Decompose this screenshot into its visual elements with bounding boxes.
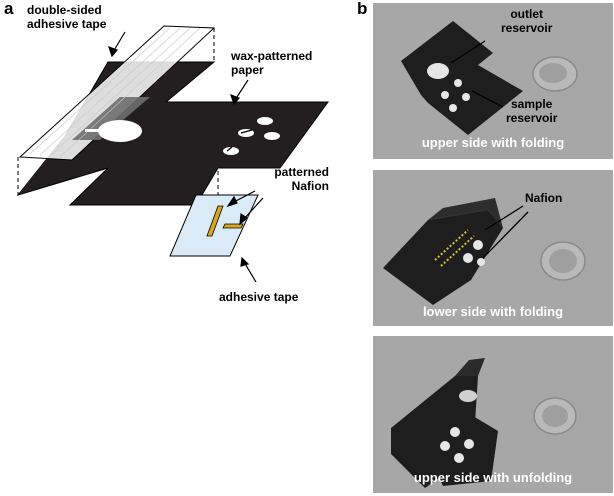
double-sided-tape-label-line2: adhesive tape: [27, 17, 107, 31]
device-exploded-diagram: [16, 25, 329, 283]
outlet-reservoir-label: outlet reservoir: [501, 7, 552, 35]
outlet-reservoir-label-line2: reservoir: [501, 21, 553, 35]
sample-reservoir-label-line2: reservoir: [506, 111, 558, 125]
photo-upper-unfolded: upper side with unfolding: [373, 336, 613, 493]
patterned-nafion-label-line2: Nafion: [291, 179, 329, 193]
adhesive-tape-label: adhesive tape: [219, 290, 299, 304]
photo-lower-folded-image: [383, 198, 586, 305]
wax-paper-label-line2: paper: [231, 63, 264, 77]
patterned-nafion-label-line1: patterned: [274, 165, 329, 179]
wax-paper-label-line1: wax-patterned: [231, 49, 313, 63]
panel-a-letter: a: [4, 0, 14, 18]
sample-reservoir-label: sample reservoir: [506, 97, 557, 125]
panel-b-letter: b: [357, 0, 368, 18]
photo-caption-lower-folding: lower side with folding: [422, 304, 564, 319]
photo-upper-folded-image: [401, 21, 578, 135]
sample-reservoir-label-line1: sample: [511, 97, 553, 111]
leader-arrows: [108, 31, 264, 283]
patterned-nafion: [206, 205, 244, 237]
nafion-photo-label: Nafion: [525, 191, 563, 205]
photo-caption-upper-unfolding: upper side with unfolding: [413, 470, 573, 485]
patterned-nafion-label: patterned Nafion: [267, 165, 329, 193]
wax-paper-label: wax-patterned paper: [231, 49, 312, 77]
photo-upper-unfolded-image: [391, 358, 577, 488]
photo-lower-folded: Nafion lower side with folding: [373, 170, 613, 326]
double-sided-tape-label: double-sided adhesive tape: [27, 3, 106, 31]
photo-caption-upper-folding: upper side with folding: [421, 135, 565, 150]
photo-upper-folded: outlet reservoir sample reservoir upper …: [373, 3, 613, 159]
double-sided-tape-label-line1: double-sided: [27, 3, 102, 17]
outlet-reservoir-label-line1: outlet: [510, 7, 544, 21]
